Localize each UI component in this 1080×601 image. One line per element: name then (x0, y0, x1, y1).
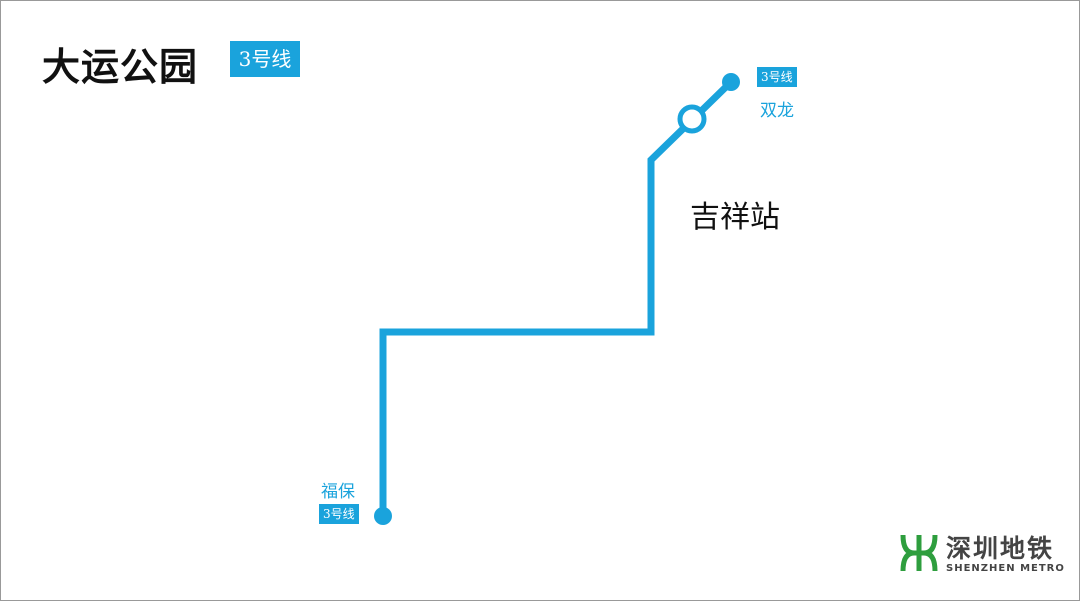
terminal-dot-north (722, 73, 740, 91)
page-title: 大运公园 (42, 45, 199, 89)
logo-text-en: SHENZHEN METRO (946, 563, 1065, 574)
south-terminal-name: 福保 (321, 482, 355, 502)
south-line-badge: 3号线 (319, 504, 359, 524)
route-line (379, 79, 734, 516)
metro-logo-icon (900, 534, 938, 572)
current-station-marker (677, 104, 707, 134)
shenzhen-metro-logo: 深圳地铁 SHENZHEN METRO (900, 533, 1064, 577)
logo-text-cn: 深圳地铁 (946, 534, 1055, 563)
terminal-dot-south (374, 507, 392, 525)
line-badge: 3号线 (230, 41, 300, 77)
north-terminal-name: 双龙 (760, 101, 794, 121)
north-line-badge: 3号线 (757, 67, 797, 87)
current-station-name: 吉祥站 (690, 200, 780, 235)
